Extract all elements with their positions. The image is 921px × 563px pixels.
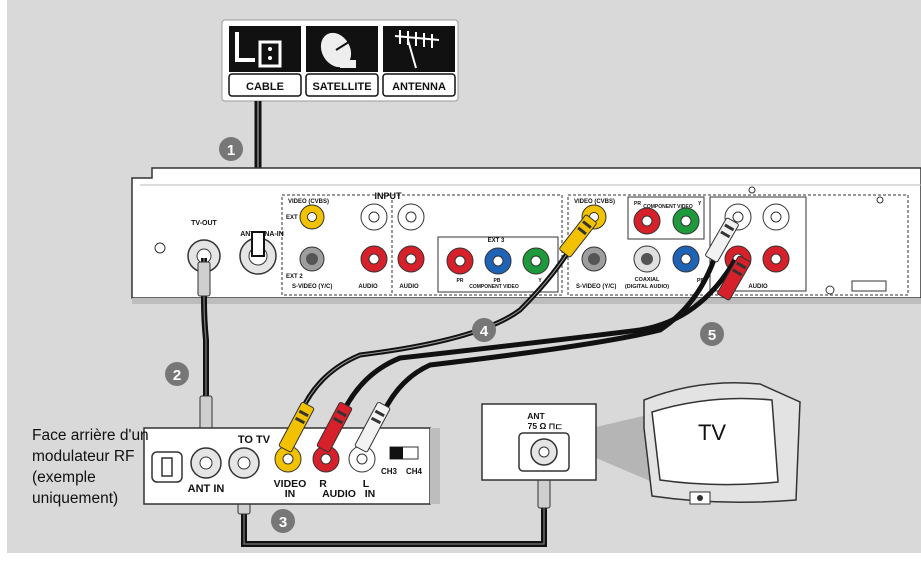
video-in-label: IN	[285, 488, 296, 500]
audio-label-1: AUDIO	[358, 284, 378, 290]
video-cvbs-label-2: VIDEO (CVBS)	[574, 199, 615, 205]
tv-out-plug	[197, 261, 211, 297]
svg-text:3: 3	[279, 514, 287, 531]
tv-label: TV	[698, 420, 726, 445]
step-badge-2: 2	[165, 362, 189, 386]
component-video-label-1: COMPONENT VIDEO	[469, 284, 519, 290]
ext1-label: EXT 1	[286, 215, 303, 221]
antenna-label: ANTENNA	[392, 81, 446, 93]
svg-text:2: 2	[173, 367, 181, 384]
ch3-label: CH3	[381, 467, 398, 476]
rf-modulator: ANT IN TO TV VIDEO IN R AUDIO L IN CH3 C…	[143, 427, 440, 505]
y-label-1: Y	[538, 278, 542, 284]
red-plug-recorder	[717, 255, 751, 301]
yellow-plug-recorder	[559, 214, 597, 258]
l-label: L	[363, 478, 370, 490]
ch4-label: CH4	[406, 467, 423, 476]
tv-out-label: TV-OUT	[191, 220, 217, 227]
cable-label: CABLE	[246, 81, 284, 93]
audio-cable-5-red	[327, 258, 738, 453]
coaxial-label: COAXIAL	[635, 277, 660, 283]
svideo-label-2: S-VIDEO (Y/C)	[576, 284, 616, 290]
svg-text:4: 4	[480, 323, 489, 340]
yellow-plug-modulator	[278, 401, 315, 453]
antenna-icon	[383, 26, 455, 72]
r-label: R	[319, 478, 327, 490]
l-in-label: IN	[365, 488, 376, 500]
ext3-label: EXT 3	[488, 238, 505, 244]
tv-ant-label: ANT	[527, 411, 545, 421]
audio-label: AUDIO	[322, 488, 356, 500]
tv-ant-panel: ANT 75 Ω ⊓⊏	[481, 403, 597, 481]
satellite-label: SATELLITE	[312, 81, 371, 93]
audio-out-label: AUDIO	[748, 284, 768, 290]
pr-label-2: PR	[634, 201, 641, 207]
step-badge-1: 1	[219, 137, 243, 161]
ext2-label: EXT 2	[286, 274, 303, 280]
cable-icon	[229, 26, 301, 72]
signal-sources: CABLE SATELLITE ANTENNA	[221, 19, 459, 102]
white-plug-modulator	[354, 401, 391, 453]
digital-audio-label: (DIGITAL AUDIO)	[625, 284, 669, 290]
svg-text:5: 5	[708, 327, 716, 344]
to-tv-label: TO TV	[238, 434, 271, 446]
recorder-rear-panel: TV-OUT ANTENNA-IN INPUT VIDEO (CVBS) EXT…	[131, 167, 921, 304]
step-badge-3: 3	[271, 509, 295, 533]
television-icon: TV	[643, 381, 801, 505]
white-plug-recorder	[705, 217, 739, 263]
red-plug-modulator	[316, 401, 353, 453]
component-video-label-2: COMPONENT VIDEO	[643, 204, 693, 210]
audio-cable-5-white	[367, 239, 723, 453]
pb-label-2: PB	[697, 278, 704, 284]
ant-in-label: ANT IN	[188, 483, 225, 495]
input-group-label: INPUT	[375, 191, 403, 201]
audio-label-2: AUDIO	[399, 284, 419, 290]
svideo-label-1: S-VIDEO (Y/C)	[292, 284, 332, 290]
video-label: VIDEO	[274, 478, 307, 490]
video-cvbs-label-1: VIDEO (CVBS)	[288, 199, 329, 205]
y-label-2: Y	[698, 201, 702, 207]
step-badge-4: 4	[472, 318, 496, 342]
modulator-caption: Face arrière d'un modulateur RF (exemple…	[32, 427, 149, 507]
step-badge-5: 5	[700, 322, 724, 346]
tv-ohm-label: 75 Ω ⊓⊏	[528, 421, 563, 431]
svg-text:1: 1	[227, 142, 235, 159]
pr-label-1: PR	[457, 278, 464, 284]
pb-label-1: PB	[494, 278, 501, 284]
